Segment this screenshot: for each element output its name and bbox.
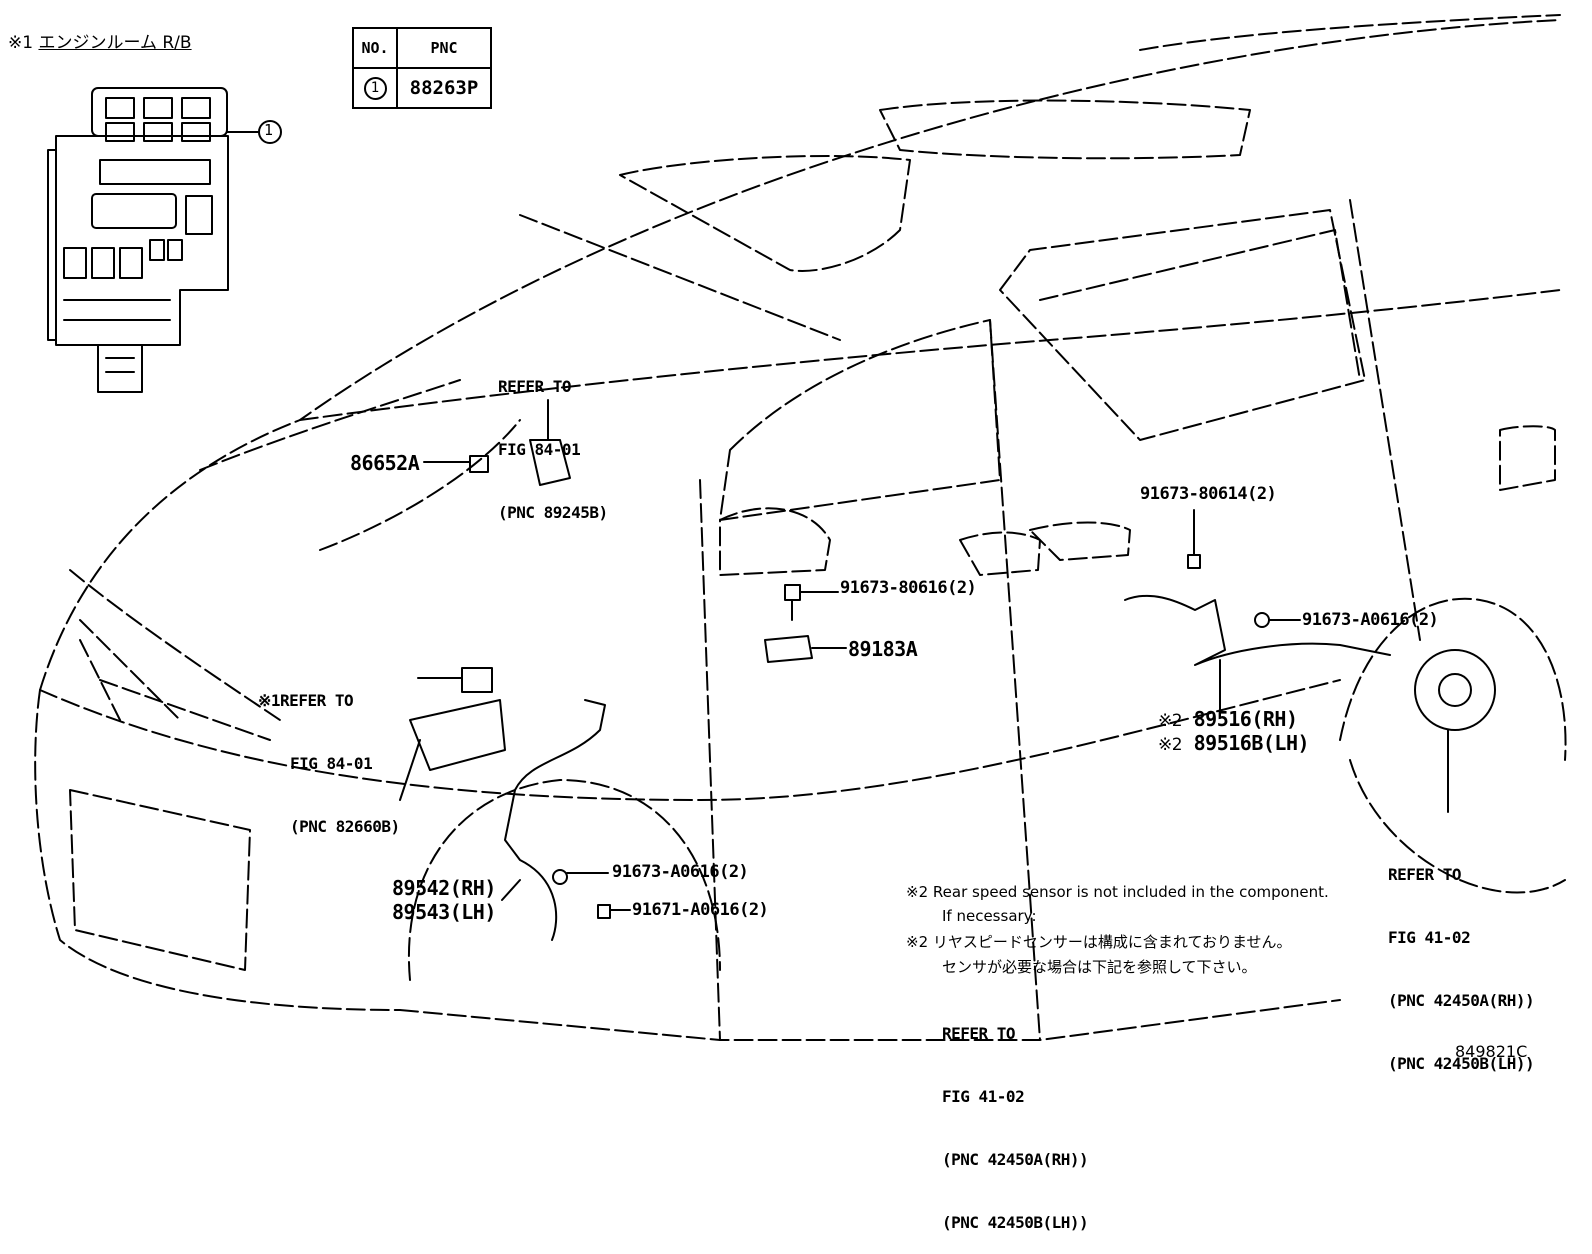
note-en-line2: If necessary: — [942, 907, 1037, 925]
ref-rear-hub-line1: REFER TO — [1388, 865, 1462, 884]
note-jp-mark: ※2 — [906, 933, 929, 951]
figure-id: 849821C — [1455, 1042, 1528, 1061]
note-ref-line4: (PNC 42450B(LH)) — [942, 1213, 1089, 1232]
inset-title-mark: ※1 — [8, 33, 34, 53]
part-label-91673-a0616-rear: 91673-A0616(2) — [1302, 610, 1439, 630]
front-speed-sensor-wire — [504, 699, 606, 941]
part-89183a-shape — [764, 635, 813, 663]
part-label-91673-80616: 91673-80616(2) — [840, 578, 977, 598]
inset-title-text: エンジンルーム R/B — [38, 33, 192, 53]
part-label-86652a: 86652A — [350, 451, 420, 475]
bolt-91673-a0616-front — [552, 869, 568, 885]
note-en-text1: Rear speed sensor is not included in the… — [932, 883, 1329, 901]
leader-89542 — [501, 879, 521, 901]
bolt-91673-80616 — [784, 584, 801, 621]
part-89245b-shape — [529, 439, 571, 486]
part-label-89183a: 89183A — [848, 637, 918, 661]
ref-engine-mark: ※1 — [258, 691, 281, 710]
note-jp-line2: センサが必要な場合は下記を参照して下さい。 — [942, 958, 1257, 976]
ref-rear-hub: REFER TO FIG 41-02 (PNC 42450A(RH)) (PNC… — [1388, 822, 1535, 1095]
part-89516-lh-text: 89516B(LH) — [1193, 731, 1310, 755]
ref-roof: REFER TO FIG 84-01 (PNC 89245B) — [498, 334, 608, 544]
part-label-89516-rh: ※2 89516(RH) — [1158, 707, 1298, 731]
note-ref-line3: (PNC 42450A(RH)) — [942, 1150, 1089, 1169]
inset-callout-circle — [258, 120, 282, 144]
part-label-89543: 89543(LH) — [392, 900, 496, 924]
pnc-header-pnc: PNC — [396, 27, 492, 69]
part-label-91671-a0616: 91671-A0616(2) — [632, 900, 769, 920]
table-row: 1 88263P — [352, 67, 492, 109]
bolt-91671-a0616 — [597, 904, 611, 919]
abs-actuator-drawing — [399, 699, 506, 801]
rear-hub-drawing — [1414, 649, 1496, 731]
note-en-line1: ※2 Rear speed sensor is not included in … — [906, 885, 1329, 900]
inset-title: ※1 エンジンルーム R/B — [8, 28, 192, 53]
note-jp-text1: リヤスピードセンサーは構成に含まれておりません。 — [932, 933, 1292, 951]
note-ref-line1: REFER TO — [942, 1024, 1016, 1043]
pnc-row-pnc: 88263P — [396, 67, 492, 109]
inset-callout-number: 1 — [264, 121, 273, 139]
pnc-row-no-cell: 1 — [352, 67, 398, 109]
bolt-91673-80614 — [1187, 509, 1201, 569]
pnc-table: NO. PNC 1 88263P — [352, 27, 492, 109]
pnc-row-no: 1 — [363, 77, 387, 100]
part-label-89542: 89542(RH) — [392, 876, 496, 900]
ref-engine-line2: FIG 84-01 — [290, 754, 373, 773]
note-jp-line1: ※2 リヤスピードセンサーは構成に含まれておりません。 — [906, 935, 1292, 950]
ref-rear-hub-line2: FIG 41-02 — [1388, 928, 1471, 947]
pnc-header-no: NO. — [352, 27, 398, 69]
vehicle-body-outline — [34, 14, 1567, 1041]
note-en-mark: ※2 — [906, 883, 929, 901]
note-ref: REFER TO FIG 41-02 (PNC 42450A(RH)) (PNC… — [942, 981, 1089, 1254]
ref-engine-line1: REFER TO — [280, 691, 354, 710]
ref-rear-hub-line4: (PNC 42450B(LH)) — [1388, 1054, 1535, 1073]
engine-room-relay-block-drawing — [47, 87, 259, 393]
part-label-91673-a0616-front: 91673-A0616(2) — [612, 862, 749, 882]
ref-roof-line3: (PNC 89245B) — [498, 503, 608, 522]
vehicle-line-drawing — [34, 14, 1567, 1041]
pnc-table-header-row: NO. PNC — [352, 27, 492, 69]
part-89516-rh-mark: ※2 — [1158, 711, 1183, 731]
note-ref-line2: FIG 41-02 — [942, 1087, 1025, 1106]
part-89516-rh-text: 89516(RH) — [1193, 707, 1298, 731]
ref-roof-line1: REFER TO — [498, 377, 572, 396]
ref-engine: ※1REFER TO FIG 84-01 (PNC 82660B) — [258, 648, 400, 858]
part-82660b-shape — [461, 667, 493, 693]
part-label-89516-lh: ※2 89516B(LH) — [1158, 731, 1310, 755]
part-86652a-shape — [469, 455, 489, 473]
bolt-91673-a0616-rear — [1254, 612, 1270, 628]
ref-rear-hub-line3: (PNC 42450A(RH)) — [1388, 991, 1535, 1010]
rear-speed-sensor-wire — [1124, 594, 1391, 666]
part-label-91673-80614: 91673-80614(2) — [1140, 484, 1277, 504]
part-89516-lh-mark: ※2 — [1158, 735, 1183, 755]
ref-engine-line3: (PNC 82660B) — [290, 817, 400, 836]
ref-roof-line2: FIG 84-01 — [498, 440, 581, 459]
